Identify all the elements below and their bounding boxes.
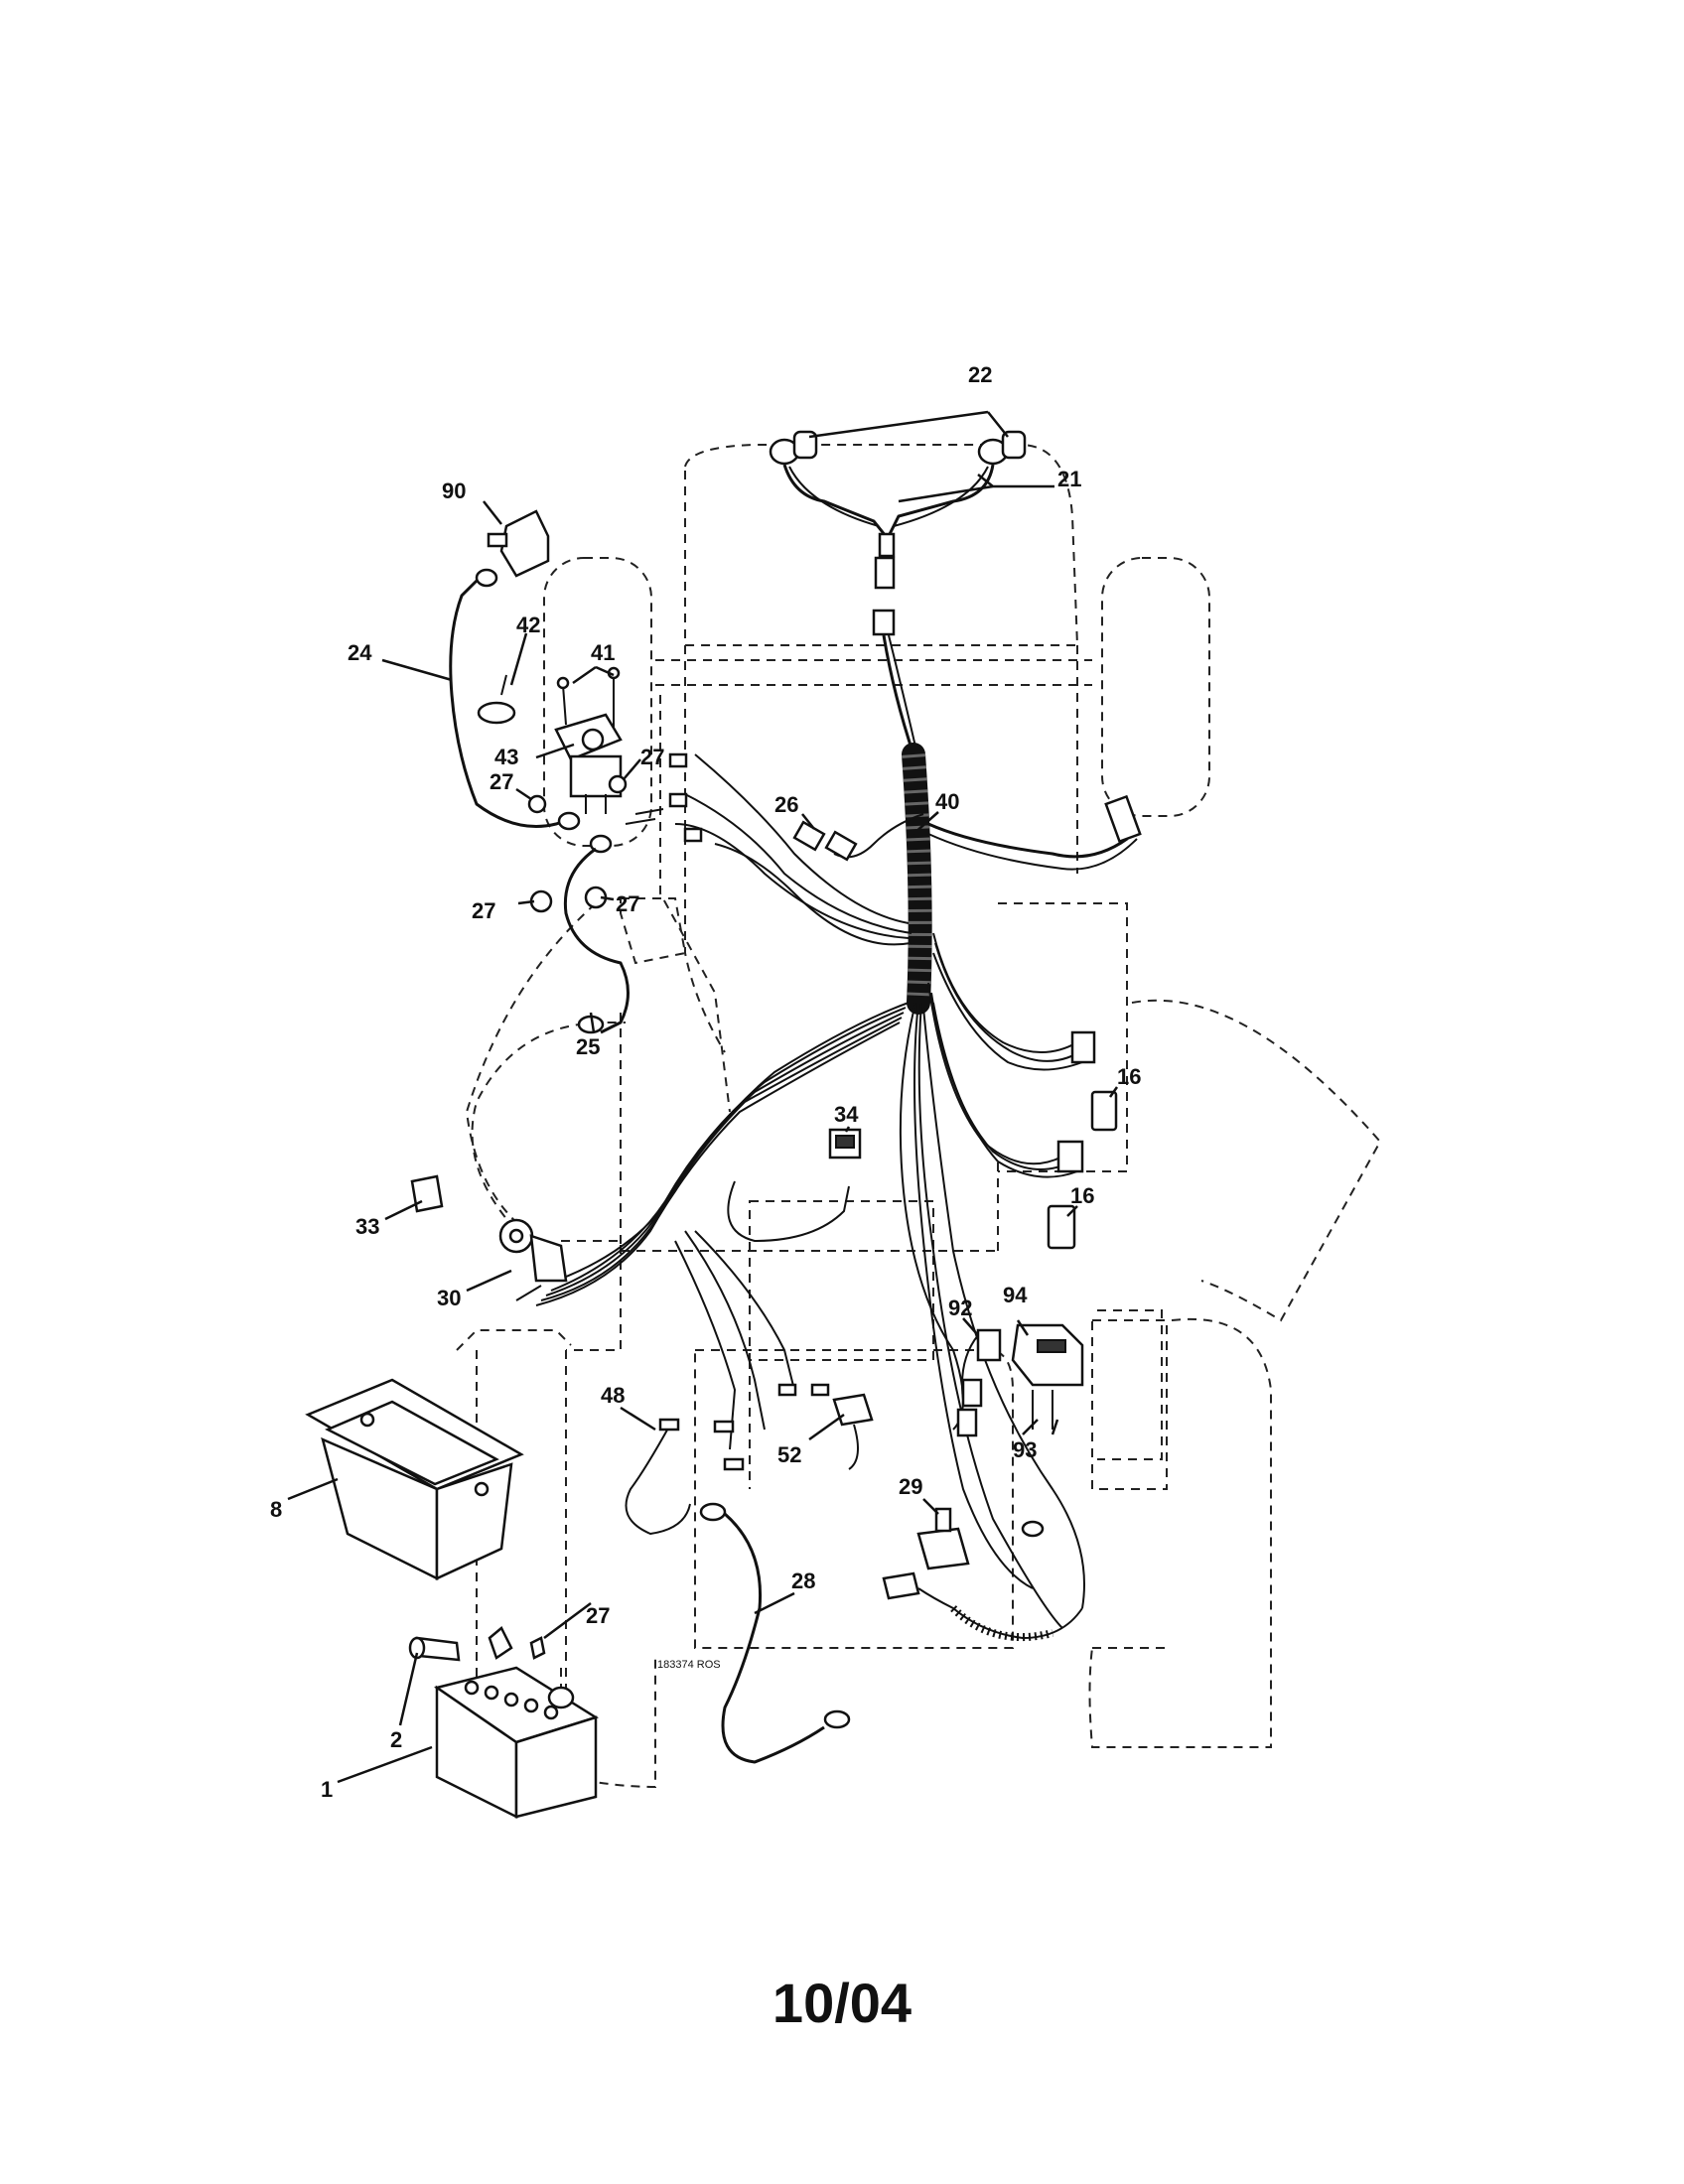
callout-1: 1 [321, 1777, 333, 1802]
callout-93: 93 [1013, 1437, 1037, 1462]
callout-26: 26 [774, 792, 798, 817]
callout-30: 30 [437, 1286, 461, 1310]
callout-25: 25 [576, 1034, 600, 1059]
main-harness-sleeve [902, 743, 932, 1015]
callout-40: 40 [935, 789, 959, 814]
harness-branches [535, 753, 1142, 1629]
pto-switch-29 [882, 1507, 1083, 1642]
switch-group [828, 1090, 1118, 1250]
callout-94: 94 [1003, 1283, 1028, 1307]
callout-27-c: 27 [472, 898, 495, 923]
callout-52: 52 [777, 1442, 801, 1467]
battery [408, 1626, 599, 1820]
callout-43: 43 [494, 745, 518, 769]
callout-34: 34 [834, 1102, 859, 1127]
headlight-harness [769, 430, 1027, 760]
callout-41: 41 [591, 640, 615, 665]
callout-8: 8 [270, 1497, 282, 1522]
callout-90: 90 [442, 478, 466, 503]
harness-48-52 [625, 1383, 874, 1536]
callout-92: 92 [948, 1296, 972, 1320]
solenoid-group [449, 509, 703, 1034]
callout-27-b: 27 [490, 769, 513, 794]
drawing-number: 183374 ROS [657, 1659, 721, 1671]
date-code: 10/04 [772, 1972, 912, 2034]
callout-24: 24 [348, 640, 372, 665]
callout-16-b: 16 [1070, 1183, 1094, 1208]
callout-33: 33 [355, 1214, 379, 1239]
callout-22: 22 [968, 362, 992, 387]
seat-switch-group [956, 1323, 1084, 1437]
callout-16-a: 16 [1117, 1064, 1141, 1089]
leader-lines [287, 410, 1119, 1784]
callout-42: 42 [516, 613, 540, 637]
callout-labels: 22 21 90 24 42 41 43 27 27 27 27 27 26 4… [270, 362, 1141, 1802]
callout-27-a: 27 [640, 745, 664, 769]
callout-27-d: 27 [616, 891, 639, 916]
callout-27-e: 27 [586, 1603, 610, 1628]
ground-cable-28 [699, 1502, 851, 1764]
callout-29: 29 [899, 1474, 922, 1499]
battery-tray [305, 1378, 524, 1581]
callout-48: 48 [601, 1383, 625, 1408]
callout-21: 21 [1057, 467, 1081, 491]
callout-2: 2 [390, 1727, 402, 1752]
callout-28: 28 [791, 1569, 815, 1593]
